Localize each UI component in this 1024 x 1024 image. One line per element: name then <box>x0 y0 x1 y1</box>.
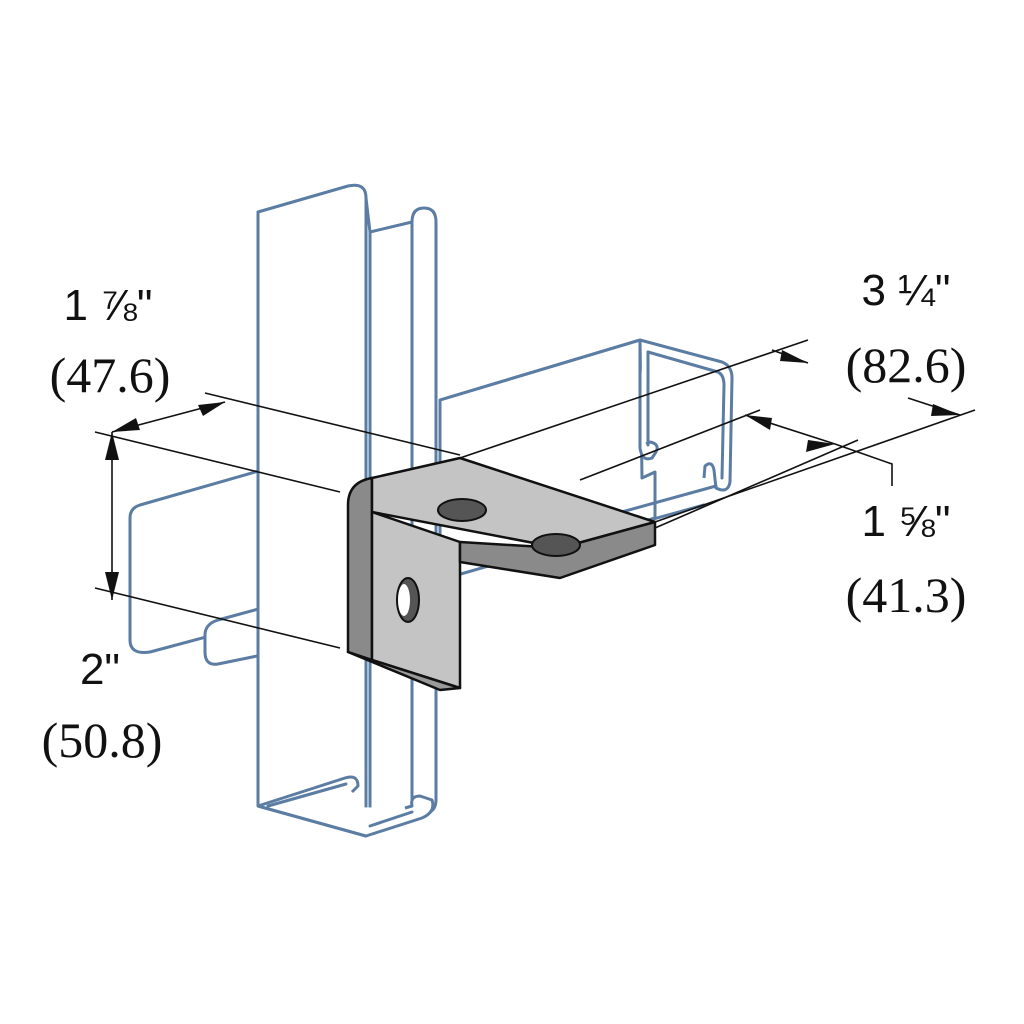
dim-top-right-inches: 3 ¼" <box>861 266 950 315</box>
arrowhead <box>112 418 140 432</box>
dimension-labels: 1 ⅞" (47.6) 3 ¼" (82.6) 1 ⅝" (41.3) 2" (… <box>42 266 967 768</box>
dim-bottom-left-inches: 2" <box>80 645 120 694</box>
dim-bottom-left-mm: (50.8) <box>42 712 163 768</box>
arrowhead <box>806 440 835 452</box>
horizontal-channel-end-profile <box>638 338 734 492</box>
horizontal-channel-end-inner <box>646 350 726 480</box>
arrowhead <box>105 572 119 600</box>
dimension-lines <box>94 339 976 649</box>
vertical-channel-front-edge <box>364 196 372 234</box>
bracket-vertical-leg-bottom <box>346 650 462 692</box>
horizontal-channel-left-lip <box>203 606 264 666</box>
bracket-hole-top-2 <box>531 533 581 557</box>
bracket-vertical-leg-edge <box>346 476 374 662</box>
dim-right-mm: (41.3) <box>846 567 967 623</box>
arrowhead <box>780 350 808 363</box>
dim-right-inches: 1 ⅝" <box>861 497 950 546</box>
arrowhead <box>745 415 772 430</box>
bracket-hole-side-inner <box>398 584 410 616</box>
bracket-hole-top-1 <box>437 498 487 522</box>
arrowhead <box>105 432 119 460</box>
horizontal-channel-top-edge <box>438 338 642 402</box>
angle-bracket <box>346 456 657 692</box>
vertical-channel-bottom-inner <box>266 782 414 828</box>
arrowhead <box>198 402 225 416</box>
dim-top-right-mm: (82.6) <box>846 337 967 393</box>
dimension-line-3-1-4 <box>459 339 976 523</box>
dim-top-left-mm: (47.6) <box>50 347 171 403</box>
vertical-channel-bottom-profile <box>257 775 435 838</box>
dim-top-left-inches: 1 ⅞" <box>63 281 152 330</box>
horizontal-channel-left-end <box>128 468 264 654</box>
dimension-line-1-5-8 <box>579 409 893 529</box>
arrowhead <box>931 404 960 416</box>
